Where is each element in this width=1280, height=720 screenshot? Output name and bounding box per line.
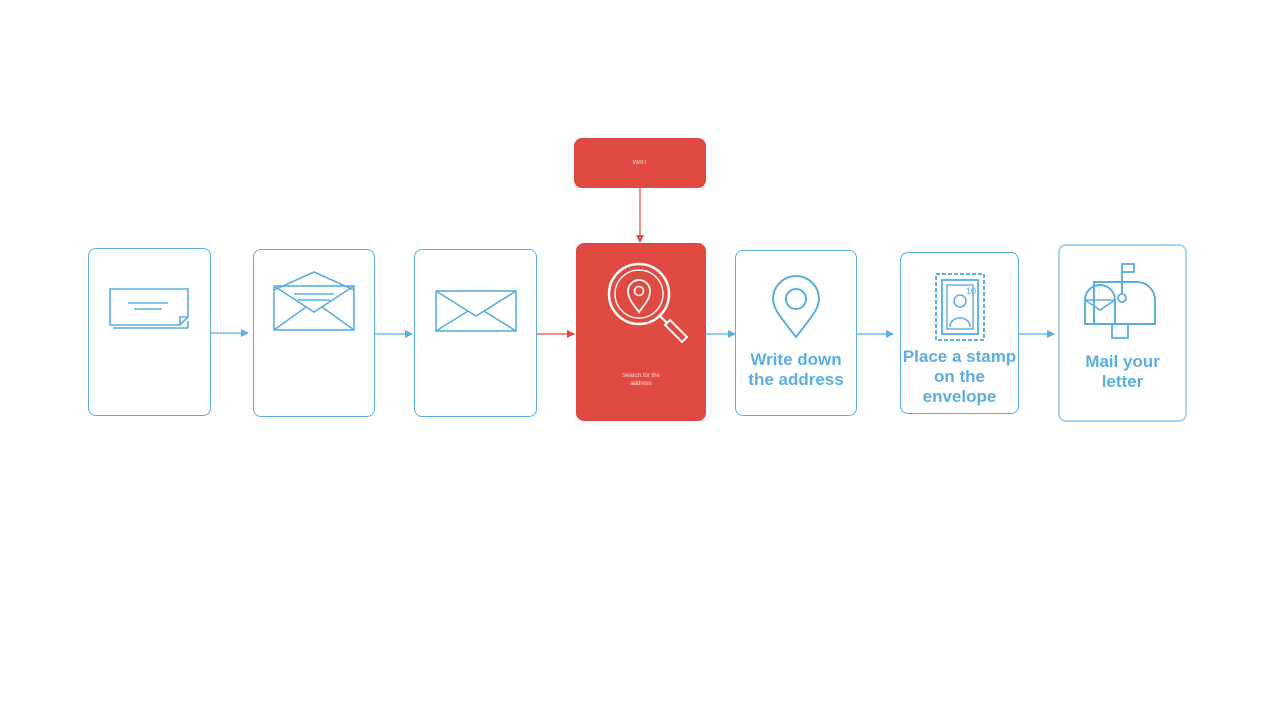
step-label-6: Place a stamp on the envelope (902, 347, 1017, 406)
step-card-1 (88, 248, 211, 416)
closed-envelope-icon (415, 288, 536, 334)
callout-box: WAIT (574, 138, 706, 188)
location-pin-icon (736, 275, 856, 341)
step-card-5: Write down the address (735, 250, 857, 416)
postage-stamp-icon: 10 (901, 271, 1018, 343)
callout-label: WAIT (632, 160, 648, 166)
step-label-7: Mail your letter (1085, 352, 1160, 391)
stamp-value: 10 (966, 286, 976, 296)
step-card-4: Search for the address (576, 243, 706, 421)
step-card-6: 10 Place a stamp on the envelope (900, 252, 1019, 414)
step-label-4: Search for the address (622, 373, 660, 387)
search-location-icon (577, 262, 705, 352)
mailbox-icon (1060, 262, 1185, 342)
open-envelope-icon (254, 270, 374, 334)
step-card-3 (414, 249, 537, 417)
step-label-5: Write down the address (748, 350, 844, 389)
letter-icon (89, 285, 210, 333)
step-card-7: Mail your letter (1058, 244, 1187, 422)
step-card-2 (253, 249, 375, 417)
